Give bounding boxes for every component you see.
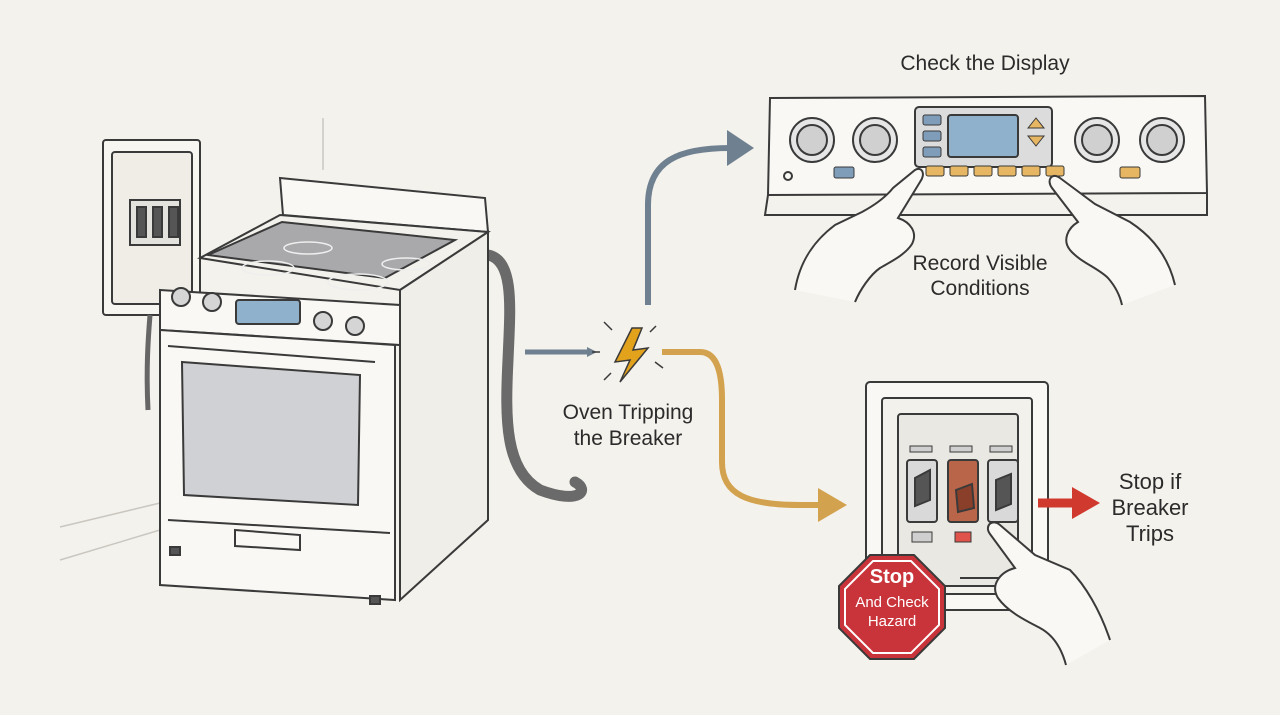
breaker-panel-icon — [865, 381, 1049, 611]
wall-breaker-panel-icon — [102, 139, 201, 411]
oven-cord — [482, 249, 587, 502]
electric-oven-icon — [159, 176, 491, 605]
oven-tripping-label-line1: Oven Tripping — [562, 401, 694, 424]
oven-control-panel-icon — [763, 94, 1209, 216]
check-display-label: Check the Display — [900, 52, 1070, 75]
stop-if-trips-label-line2: Breaker — [1111, 495, 1189, 520]
pointing-hand-icon — [794, 168, 1176, 306]
stop-sign-text-line1: Stop — [869, 566, 915, 588]
oven-tripping-label-line2: the Breaker — [573, 427, 683, 450]
arrow-to-breaker — [662, 349, 822, 508]
pointing-hand-icon-breaker — [986, 521, 1111, 666]
stop-if-trips-label-line3: Trips — [1125, 521, 1175, 546]
stop-sign-text-line3: Hazard — [867, 613, 917, 630]
record-conditions-label-line1: Record Visible — [912, 252, 1048, 275]
stop-sign-text-line2: And Check — [855, 594, 929, 611]
room-lines — [59, 118, 324, 561]
record-conditions-label-line2: Conditions — [930, 277, 1030, 300]
arrow-to-display — [645, 145, 737, 305]
stop-sign-icon — [838, 554, 946, 660]
lightning-bolt-icon — [592, 321, 664, 383]
stop-if-trips-label-line1: Stop if — [1118, 469, 1182, 494]
